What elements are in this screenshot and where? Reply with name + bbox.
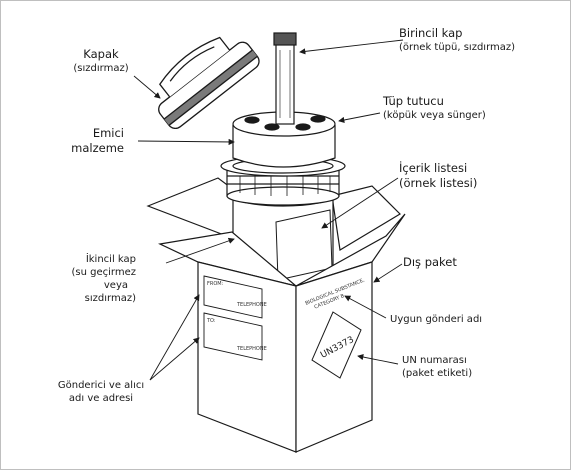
label-emici-line2: malzeme	[71, 141, 124, 155]
box-back-right-flap	[331, 185, 401, 251]
primary-tube	[273, 32, 297, 125]
label-ikincil-line1: İkincil kap	[86, 252, 136, 265]
label-kapak: Kapak (sızdırmaz)	[73, 47, 128, 74]
label-gonderici-line1: Gönderici ve alıcı	[58, 380, 144, 391]
label-emici: Emici malzeme	[71, 126, 124, 155]
label-tup-tutucu-sub: (köpük veya sünger)	[383, 110, 486, 121]
recipient-telephone-text: TELEPHONE	[236, 346, 267, 352]
label-gonderi-adi: Uygun gönderi adı	[390, 314, 482, 325]
outer-box	[146, 177, 401, 251]
sender-address-label	[203, 275, 263, 319]
label-ikincil-line2: (su geçirmez	[72, 267, 136, 278]
content-list-paper	[275, 209, 333, 281]
label-gonderici: Gönderici ve alıcı adı ve adresi	[58, 380, 144, 404]
label-un-numarasi: UN numarası (paket etiketi)	[402, 355, 472, 379]
label-dis-paket: Dış paket	[403, 255, 457, 269]
label-birincil: Birincil kap (örnek tüpü, sızdırmaz)	[399, 26, 515, 53]
label-kapak-title: Kapak	[83, 47, 119, 61]
label-icerik-title: İçerik listesi	[399, 160, 467, 175]
recipient-address-label	[203, 312, 263, 361]
label-tup-tutucu: Tüp tutucu (köpük veya sünger)	[382, 94, 486, 121]
leader-lines	[133, 39, 404, 381]
un-diamond-label	[311, 311, 362, 379]
label-emici-line1: Emici	[93, 126, 124, 140]
lid	[158, 36, 260, 130]
label-icerik: İçerik listesi (örnek listesi)	[399, 160, 477, 190]
label-icerik-sub: (örnek listesi)	[399, 176, 477, 190]
label-ikincil-line3: veya	[104, 280, 128, 291]
label-tup-tutucu-title: Tüp tutucu	[382, 94, 444, 108]
label-ikincil: İkincil kap (su geçirmez veya sızdırmaz)	[72, 252, 137, 304]
label-un-numarasi-sub: (paket etiketi)	[402, 368, 472, 379]
label-kapak-sub: (sızdırmaz)	[73, 63, 128, 74]
label-un-numarasi-title: UN numarası	[402, 355, 467, 366]
from-label-text: FROM:	[207, 281, 224, 287]
label-birincil-title: Birincil kap	[399, 26, 462, 40]
label-gonderici-line2: adı ve adresi	[69, 393, 133, 404]
label-ikincil-line4: sızdırmaz)	[85, 293, 136, 304]
label-birincil-sub: (örnek tüpü, sızdırmaz)	[399, 42, 515, 53]
sender-telephone-text: TELEPHONE	[236, 302, 267, 308]
to-label-text: TO:	[206, 318, 216, 324]
